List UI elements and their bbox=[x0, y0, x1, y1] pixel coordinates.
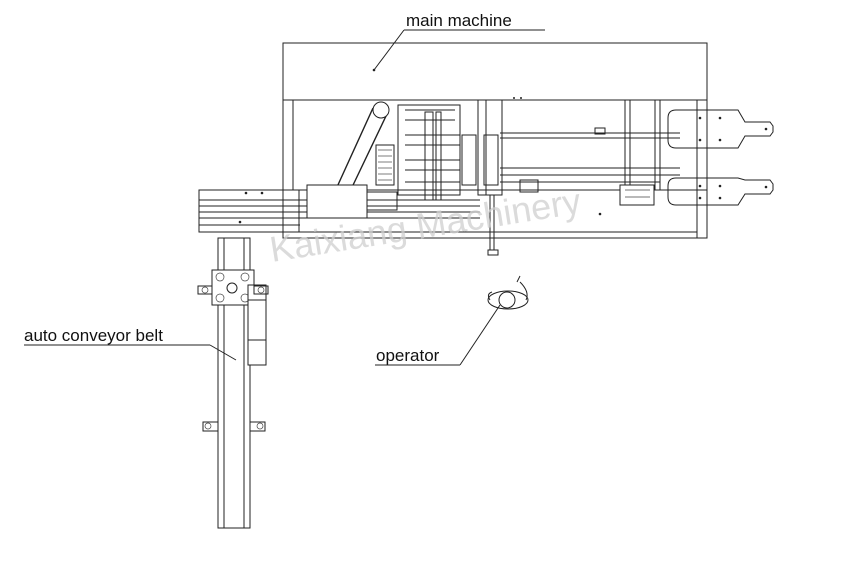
left-infeed-table bbox=[198, 184, 602, 233]
label-auto-conveyor-belt: auto conveyor belt bbox=[24, 326, 163, 345]
label-operator: operator bbox=[376, 346, 440, 365]
operator-figure bbox=[487, 275, 529, 310]
label-main-machine: main machine bbox=[406, 11, 512, 30]
right-feed-arm-bottom bbox=[667, 177, 774, 206]
main-conveyor bbox=[500, 100, 680, 206]
auto-conveyor-belt-drawing bbox=[197, 237, 269, 529]
leader-lines bbox=[24, 29, 545, 366]
main-machine-frame bbox=[282, 99, 708, 256]
right-feed-arm-top bbox=[667, 109, 774, 149]
leader-main-machine bbox=[373, 29, 405, 71]
